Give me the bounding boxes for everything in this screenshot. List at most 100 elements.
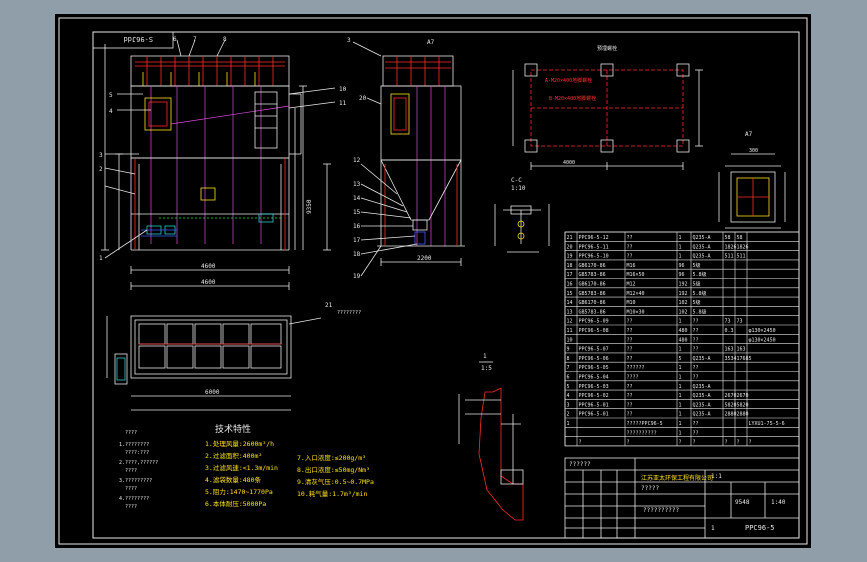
bom-cell-mat: ?? bbox=[693, 365, 699, 371]
dim-front-height: 9350 bbox=[306, 199, 313, 214]
bom-cell-name: M10×30 bbox=[627, 309, 645, 315]
bom-cell-w2: 5820 bbox=[737, 402, 749, 408]
bom-cell-qty: ? bbox=[679, 440, 682, 446]
callout-8: 8 bbox=[223, 36, 227, 43]
callout-2: 2 bbox=[99, 166, 103, 173]
tb-drawing-name: ?????????? bbox=[643, 507, 680, 514]
bom-cell-name: ?? bbox=[627, 412, 633, 418]
bom-cell-qty: 96 bbox=[679, 263, 685, 269]
bom-cell-qty: 1 bbox=[679, 384, 682, 390]
bom-cell-no: 1 bbox=[567, 421, 570, 427]
bom-cell-w2: 1826 bbox=[737, 244, 749, 250]
note-7: 4.???????? bbox=[119, 496, 149, 502]
bom-cell-no: 10 bbox=[567, 337, 573, 343]
bom-cell-qty: 5 bbox=[679, 356, 682, 362]
tech-title: 技术特性 bbox=[215, 423, 251, 435]
bom-cell-mat: Q235-A bbox=[693, 254, 711, 260]
bom-cell-code: PPC96-5-05 bbox=[579, 365, 609, 371]
section-cc-label: C-C bbox=[511, 177, 522, 184]
bom-cell-w1: 0.3 bbox=[725, 328, 734, 334]
bom-cell-code: PPC96-5-03 bbox=[579, 384, 609, 390]
bom-cell-mat: ?? bbox=[693, 328, 699, 334]
note-6: ???? bbox=[125, 486, 137, 492]
bom-cell-no: 4 bbox=[567, 393, 570, 399]
bom-cell-name: ?? bbox=[627, 384, 633, 390]
bom-cell-name: ?? bbox=[627, 402, 633, 408]
dim-front-width: 4600 bbox=[201, 263, 216, 270]
bom-cell-mat: 5级 bbox=[693, 299, 701, 306]
foundation-plan: 预埋螺栓 A-M20×400地脚螺栓 B-M20×400地脚螺栓 4000 bbox=[512, 45, 703, 170]
bom-cell-code: PPC96-5-09 bbox=[579, 319, 609, 325]
view-label-a7: A7 bbox=[427, 39, 435, 46]
bom-cell-no: 20 bbox=[567, 244, 573, 250]
bom-cell-no: 8 bbox=[567, 356, 570, 362]
bom-cell-qty: 1 bbox=[679, 347, 682, 353]
plan-title: ???????? bbox=[337, 310, 361, 316]
tech-left-5: 6.本体耐压:5000Pa bbox=[205, 499, 266, 508]
bom-cell-w2: 73 bbox=[737, 319, 743, 325]
bom-cell-w1: 1826 bbox=[725, 244, 737, 250]
callout-15: 15 bbox=[353, 209, 361, 216]
bom-cell-qty: 1 bbox=[679, 319, 682, 325]
bom-cell-mat: 5.8级 bbox=[693, 271, 707, 278]
bom-cell-no: 11 bbox=[567, 328, 573, 334]
bom-cell-code: GB6170-86 bbox=[579, 282, 606, 288]
bom-cell-w1: 5820 bbox=[725, 402, 737, 408]
bom-cell-code: PPC96-5-10 bbox=[579, 254, 609, 260]
callout-16: 16 bbox=[353, 223, 361, 230]
bom-cell-w2: 58 bbox=[737, 235, 743, 241]
bom-cell-w1: 511 bbox=[725, 254, 734, 260]
bom-cell-name: ?????????? bbox=[627, 430, 657, 436]
bom-cell-no: 16 bbox=[567, 282, 573, 288]
bom-cell-qty: 1 bbox=[679, 402, 682, 408]
bom-cell-name: ? bbox=[627, 440, 630, 446]
bom-cell-no: 19 bbox=[567, 254, 573, 260]
note-5: 3.????????? bbox=[119, 478, 152, 484]
cad-drawing: S-96Jdd bbox=[58, 17, 808, 545]
foundation-note: 预埋螺栓 bbox=[597, 45, 617, 52]
bom-cell-qty: 1 bbox=[679, 365, 682, 371]
tb-company: ?????? bbox=[569, 461, 591, 468]
bom-cell-qty: 192 bbox=[679, 291, 688, 297]
bom-cell-mat: Q235-A bbox=[693, 412, 711, 418]
callout-13: 13 bbox=[353, 181, 361, 188]
bom-cell-code: PPC96-5-01 bbox=[579, 412, 609, 418]
bom-cell-name: ?? bbox=[627, 254, 633, 260]
callout-3: 3 bbox=[99, 152, 103, 159]
bom-cell-name: ?? bbox=[627, 337, 633, 343]
bom-cell-name: ?????PPC96-5 bbox=[627, 421, 663, 427]
bom-cell-code: GB6170-86 bbox=[579, 263, 606, 269]
bom-cell-code: PPC96-5-06 bbox=[579, 356, 609, 362]
callout-10: 10 bbox=[339, 86, 347, 93]
dim-front-width-2: 4600 bbox=[201, 279, 216, 286]
bom-cell-no: 18 bbox=[567, 263, 573, 269]
title-block: ?????? 江苏亚太环保工程有限公司 ?????????? 1:1 9548 … bbox=[564, 457, 800, 539]
tech-right-3: 10.耗气量:1.7m³/min bbox=[297, 489, 367, 498]
callout-19: 19 bbox=[353, 273, 361, 280]
tb-drawn: ????? bbox=[641, 485, 659, 492]
callout-6: 6 bbox=[173, 36, 177, 43]
bom-cell-no: 5 bbox=[567, 384, 570, 390]
callout-4: 4 bbox=[109, 108, 113, 115]
tech-specs: 技术特性 1.处理风量:2600m³/h 2.过滤面积:400m² 3.过滤风速… bbox=[205, 423, 374, 508]
detail-scale: 1:5 bbox=[481, 365, 492, 372]
bom-cell-mat: Q235-A bbox=[693, 393, 711, 399]
bom-cell-w1: 3534 bbox=[725, 356, 737, 362]
dim-flange: 300 bbox=[749, 148, 758, 154]
tb-sheets: 1 bbox=[711, 525, 715, 532]
bom-cell-qty: 102 bbox=[679, 309, 688, 315]
note-4: ???? bbox=[125, 468, 137, 474]
bom-cell-qty: 1 bbox=[679, 244, 682, 250]
bom-cell-mat: ?? bbox=[693, 337, 699, 343]
note-8: ???? bbox=[125, 504, 137, 510]
bom-cell-name: ?? bbox=[627, 235, 633, 241]
bom-cell-no: 6 bbox=[567, 375, 570, 381]
bom-cell-no: 13 bbox=[567, 309, 573, 315]
bom-cell-name: M16×50 bbox=[627, 272, 645, 278]
detail-no: 1 bbox=[483, 353, 487, 360]
tech-left-3: 4.滤袋数量:480条 bbox=[205, 475, 261, 484]
bom-cell-mat: 5级 bbox=[693, 262, 701, 269]
bom-cell-w2: 2880 bbox=[737, 412, 749, 418]
bom-cell-code: GB6170-86 bbox=[579, 300, 606, 306]
